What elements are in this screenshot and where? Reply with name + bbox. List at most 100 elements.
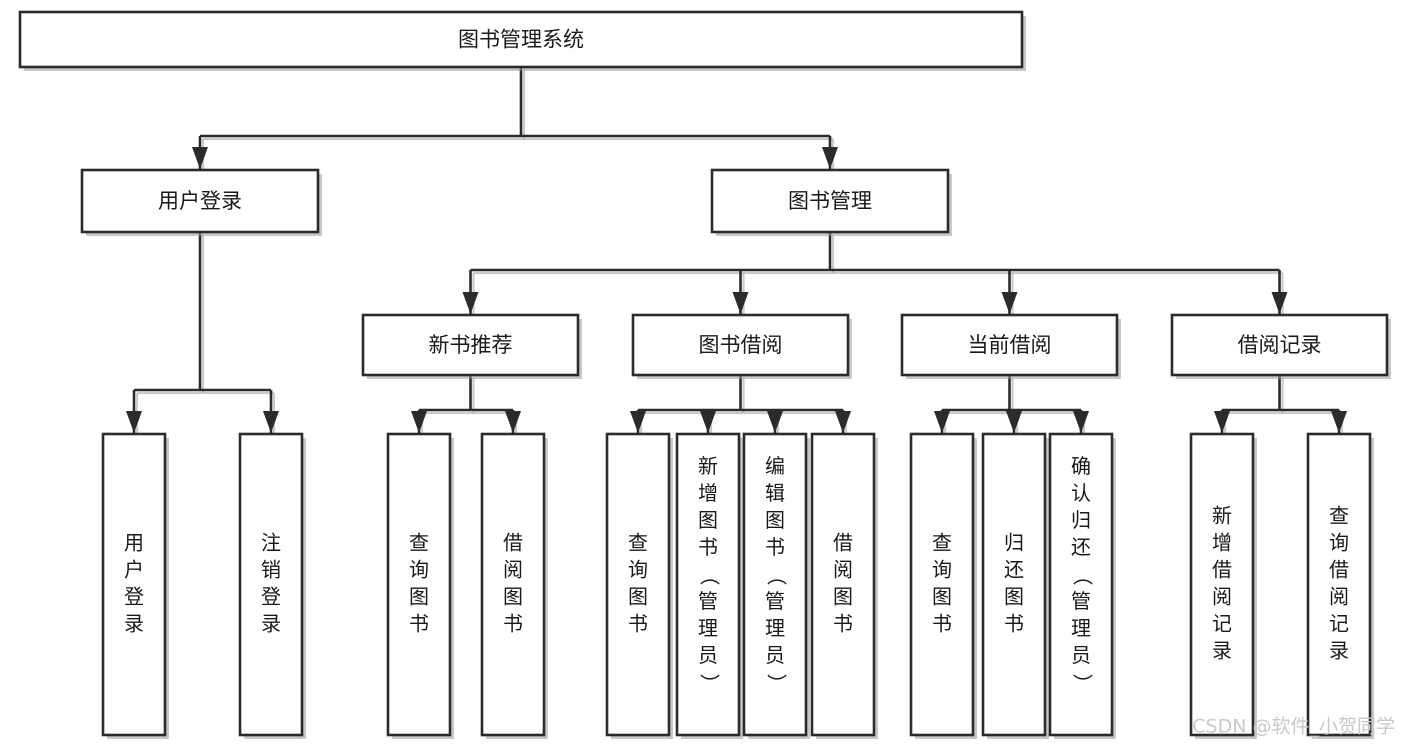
- node-box[interactable]: [361, 313, 580, 377]
- arrow-head-icon: [835, 411, 851, 433]
- node-label-char: 书: [628, 612, 648, 636]
- node-current-borrow[interactable]: 当前借阅: [900, 313, 1121, 379]
- node-label-char: 查: [628, 531, 648, 555]
- node-label-char: 理: [698, 616, 718, 640]
- node-box[interactable]: [1048, 432, 1114, 737]
- arrow-head-icon: [263, 411, 279, 433]
- node-label-char: 图: [1004, 585, 1024, 609]
- arrow-head-icon: [700, 411, 716, 433]
- node-box[interactable]: [900, 313, 1119, 377]
- arrow-head-icon: [505, 411, 521, 433]
- node-box[interactable]: [1189, 432, 1255, 737]
- node-label-char: 销: [261, 558, 281, 582]
- node-box[interactable]: [631, 313, 850, 377]
- arrow-head-icon: [411, 411, 427, 433]
- node-label-char: 记: [1329, 612, 1349, 636]
- node-label: 图书管理系统: [458, 28, 584, 52]
- arrow-head-icon: [1214, 411, 1230, 433]
- node-box[interactable]: [810, 432, 876, 737]
- node-label-char: 图: [628, 585, 648, 609]
- node-box[interactable]: [18, 10, 1024, 69]
- arrow-head-icon: [192, 147, 208, 169]
- arrow-head-icon: [934, 411, 950, 433]
- node-label-char: 新: [1212, 504, 1232, 528]
- arrow-head-icon: [732, 292, 749, 314]
- node-box[interactable]: [742, 432, 808, 737]
- node-label-char: 书: [698, 535, 718, 559]
- node-label-char: 图: [409, 585, 429, 609]
- node-box[interactable]: [1170, 313, 1389, 377]
- node-label-char: 确: [1071, 454, 1091, 478]
- node-label-char: 借: [503, 531, 523, 555]
- node-box[interactable]: [386, 432, 452, 737]
- node-undefined[interactable]: 图书管理系统: [18, 10, 1026, 71]
- node-box[interactable]: [101, 432, 167, 737]
- node-label-char: 阅: [503, 558, 523, 582]
- node-box[interactable]: [238, 432, 304, 737]
- node-box[interactable]: [675, 432, 741, 737]
- node-label-char: 查: [932, 531, 952, 555]
- node-label-char: （: [1071, 566, 1095, 586]
- node-book-borrow[interactable]: 图书借阅: [631, 313, 852, 379]
- node-borrow-record[interactable]: 借阅记录: [1170, 313, 1391, 379]
- node-user-login[interactable]: 用户登录: [80, 168, 322, 236]
- node-new-book-recommend[interactable]: 新书推荐: [361, 313, 582, 379]
- csdn-watermark: CSDN @软件_小贺同学: [1192, 716, 1395, 738]
- node-box[interactable]: [80, 168, 320, 234]
- node-label-char: 新: [698, 454, 718, 478]
- node-label-char: 查: [1329, 504, 1349, 528]
- node-label-char: 理: [765, 616, 785, 640]
- node-label-char: 询: [409, 558, 429, 582]
- arrow-head-icon: [462, 292, 479, 314]
- node-label-char: 借: [833, 531, 853, 555]
- node-box[interactable]: [605, 432, 671, 737]
- node-box[interactable]: [981, 432, 1047, 737]
- arrow-head-icon: [767, 411, 783, 433]
- node-label-char: 登: [124, 585, 144, 609]
- node-label-char: 还: [1071, 535, 1091, 559]
- node-label-char: 询: [628, 558, 648, 582]
- node-label-char: 管: [1071, 589, 1091, 613]
- node-label-char: 理: [1071, 616, 1091, 640]
- node-box[interactable]: [480, 432, 546, 737]
- node-book-management[interactable]: 图书管理: [710, 168, 952, 236]
- node-label-char: 管: [698, 589, 718, 613]
- node-box[interactable]: [710, 168, 950, 234]
- node-label-char: 图: [765, 508, 785, 532]
- node-label-char: 书: [765, 535, 785, 559]
- node-box[interactable]: [1306, 432, 1372, 737]
- connector-layer: [126, 67, 1347, 436]
- node-label-char: 记: [1212, 612, 1232, 636]
- node-label-char: 阅: [1212, 585, 1232, 609]
- node-label-char: 录: [1212, 639, 1232, 663]
- node-label-char: 图: [503, 585, 523, 609]
- node-leaf-user-login[interactable]: 用户登录: [101, 432, 169, 739]
- node-label-char: 书: [409, 612, 429, 636]
- node-box[interactable]: [909, 432, 975, 737]
- node-label-char: 查: [409, 531, 429, 555]
- node-label-char: 录: [124, 612, 144, 636]
- node-label-char: 编: [765, 454, 785, 478]
- node-label-char: 归: [1071, 508, 1091, 532]
